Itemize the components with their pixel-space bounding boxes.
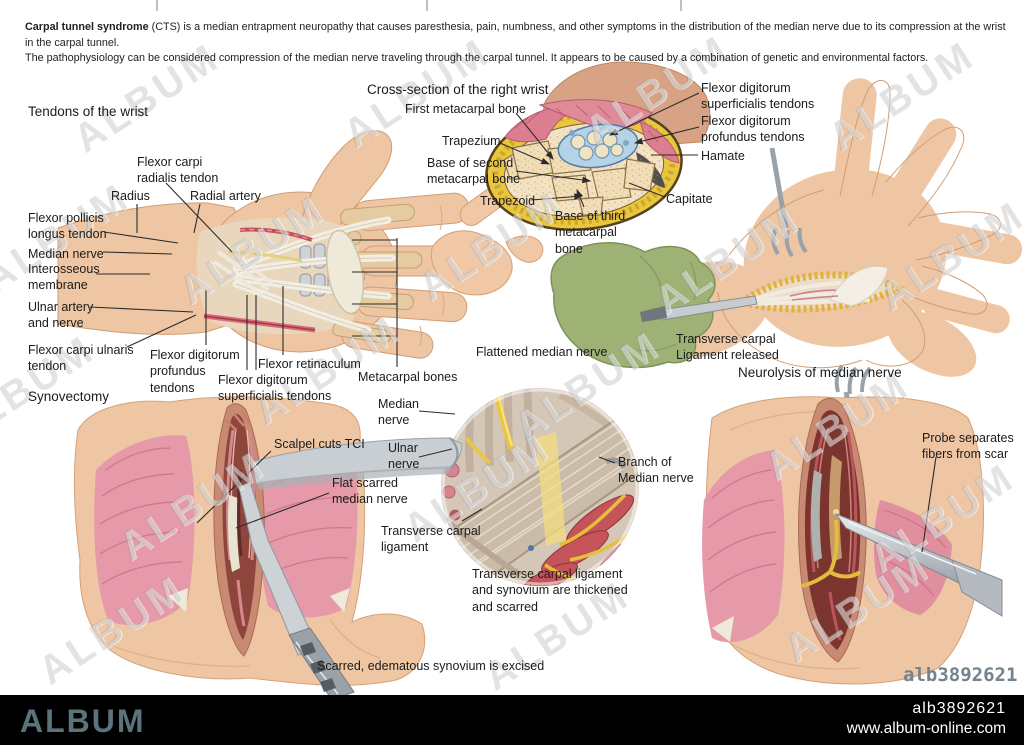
- label-first-metacarpal: First metacarpal bone: [405, 102, 526, 116]
- section-title-tendons: Tendons of the wrist: [28, 104, 149, 119]
- label-fd-superficialis: Flexor digitorum superficialis tendons: [218, 373, 332, 404]
- label-flexor-carpi-radialis: Flexor carpi radialis tendon: [137, 155, 219, 186]
- label-radius: Radius: [111, 189, 150, 203]
- release-hand-illustration: [550, 78, 1023, 473]
- section-title-cross-section: Cross-section of the right wrist: [367, 82, 549, 97]
- label-median-nerve: Median nerve: [28, 247, 104, 261]
- footer-bar: ALBUM alb3892621 www.album-online.com: [0, 695, 1024, 745]
- label-detail-ulnar-nerve: Ulnar nerve: [388, 441, 420, 472]
- top-tick-marks: [156, 0, 682, 11]
- footer-stock-code: alb3892621: [912, 700, 1006, 717]
- cross-section-illustration: [485, 61, 711, 231]
- carpal-tunnel-detail: [441, 388, 639, 586]
- label-flexor-carpi-ulnaris: Flexor carpi ulnaris tendon: [28, 343, 134, 374]
- label-trapezoid: Trapezoid: [480, 194, 536, 208]
- label-cs-fdp-tendons: Flexor digitorum profundus tendons: [701, 114, 805, 145]
- flexor-retinaculum-shape: [325, 229, 365, 315]
- label-fd-profundus: Flexor digitorum profundus tendons: [150, 348, 240, 395]
- header-line-1: Carpal tunnel syndrome (CTS) is a median…: [25, 21, 1006, 49]
- caption-flattened-median-nerve: Flattened median nerve: [476, 345, 608, 359]
- surgical-glove: [550, 242, 716, 369]
- caption-tcl-thickened: Transverse carpal ligament and synovium …: [472, 567, 628, 614]
- section-title-neurolysis: Neurolysis of median nerve: [738, 365, 902, 380]
- scalpel: [238, 481, 355, 701]
- thenar-muscle-neurolysis: [702, 450, 785, 643]
- label-hamate: Hamate: [701, 149, 745, 163]
- label-flat-scarred-median-nerve: Flat scarred median nerve: [332, 476, 408, 507]
- thenar-muscle: [94, 435, 195, 626]
- header-paragraph: Carpal tunnel syndrome (CTS) is a median…: [25, 20, 1010, 67]
- label-radial-artery: Radial artery: [190, 189, 261, 203]
- label-detail-median-nerve: Median nerve: [378, 397, 419, 428]
- caption-tcl-released: Transverse carpal Ligament released: [676, 332, 779, 363]
- label-ulnar-artery-nerve: Ulnar artery and nerve: [28, 300, 94, 331]
- label-base-third-metacarpal: Base of third metacarpal bone: [555, 209, 626, 256]
- header-line-2: The pathophysiology can be considered co…: [25, 52, 929, 65]
- label-scalpel-cuts-tci: Scalpel cuts TCI: [274, 437, 365, 451]
- median-nerve-fibers: [801, 519, 862, 588]
- neurolysis-illustration: [702, 396, 1003, 685]
- retractor-top: [769, 147, 808, 258]
- tendons-hand-illustration: [57, 130, 479, 359]
- label-flexor-retinaculum: Flexor retinaculum: [258, 357, 361, 371]
- synovectomy-illustration: [73, 396, 463, 701]
- section-title-synovectomy: Synovectomy: [28, 389, 110, 404]
- median-nerve-shape: [227, 250, 303, 263]
- label-branch-median-nerve: Branch of Median nerve: [618, 455, 694, 486]
- label-flexor-pollicis-longus: Flexor pollicis longus tendon: [28, 211, 107, 242]
- label-transverse-carpal-ligament: Transverse carpal ligament: [381, 524, 481, 555]
- label-interosseous-membrane: Interosseous membrane: [28, 262, 100, 293]
- label-metacarpal-bones: Metacarpal bones: [358, 370, 458, 384]
- leader-lines: [89, 92, 937, 553]
- label-base-second-metacarpal: Base of second metacarpal bone: [427, 156, 521, 187]
- pointing-hand: [430, 177, 544, 296]
- caption-synovium-excised: Scarred, edematous synovium is excised: [317, 659, 545, 673]
- label-cs-fds-tendons: Flexor digitorum superficialis tendons: [701, 81, 815, 112]
- album-logo: ALBUM: [20, 703, 146, 739]
- footer-right-block: alb3892621 www.album-online.com: [706, 700, 1006, 738]
- header-title-bold: Carpal tunnel syndrome: [25, 21, 149, 33]
- footer-website-url: www.album-online.com: [846, 720, 1006, 737]
- label-probe-separates: Probe separates fibers from scar: [922, 431, 1014, 462]
- probe: [834, 512, 1003, 617]
- stock-code-overlay: alb3892621: [903, 664, 1018, 686]
- label-trapezium: Trapezium: [442, 134, 501, 148]
- label-capitate: Capitate: [666, 192, 713, 206]
- interosseous-membrane-shape: [212, 244, 274, 298]
